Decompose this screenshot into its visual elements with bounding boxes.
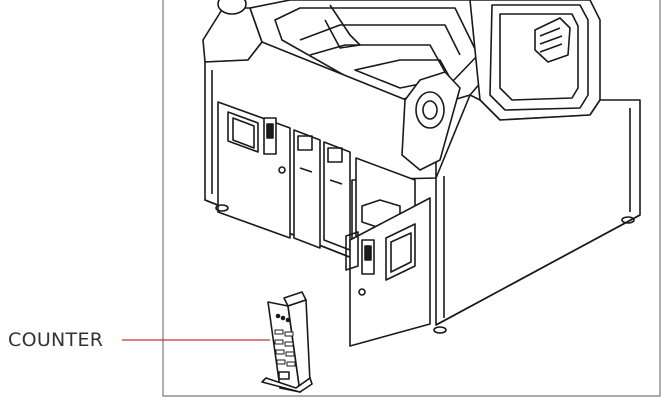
speaker-right [415, 91, 445, 129]
playfield-slot [354, 59, 451, 89]
corner-bracket-rib [539, 27, 563, 53]
playfield-rail-1 [299, 24, 461, 56]
right-window-inner [499, 13, 579, 101]
figure-frame-border [162, 0, 661, 397]
playfield-rail-2 [309, 44, 446, 73]
coin-window-left [227, 111, 259, 153]
service-door-2-lock [327, 147, 343, 163]
speaker-left [217, 0, 247, 15]
open-door [349, 197, 431, 347]
service-door-2-handle [329, 179, 343, 185]
counter-base [261, 377, 313, 393]
coin-window-left-inner [232, 117, 255, 149]
claw-arm [324, 4, 361, 49]
open-door-window [385, 223, 416, 281]
speaker-right-cone [422, 100, 438, 120]
counter-led-2 [280, 315, 286, 321]
open-door-window-inner [390, 232, 412, 273]
corner-bracket [534, 17, 571, 63]
foot-2 [433, 326, 447, 334]
service-door-1-handle [299, 167, 313, 173]
open-door-lock [358, 288, 366, 296]
callout-label-counter: COUNTER [8, 329, 104, 351]
body-right-edge [443, 108, 631, 318]
counter-led-1 [275, 313, 281, 319]
right-upper-frame [469, 0, 601, 121]
open-door-coin-slot [364, 245, 372, 261]
arcade-cabinet [202, 0, 641, 347]
counter-digits [274, 329, 296, 367]
counter-led-3 [285, 317, 291, 323]
coin-slot-left [266, 123, 274, 139]
counter-connector [278, 371, 290, 380]
service-door-1-lock [297, 135, 313, 151]
right-window-glass [489, 4, 589, 111]
body-right-side [435, 94, 641, 326]
foot-1 [215, 204, 229, 212]
foot-3 [621, 216, 635, 224]
door-hinge [345, 231, 359, 271]
lock-left [278, 166, 286, 174]
counter-unit [261, 291, 313, 393]
